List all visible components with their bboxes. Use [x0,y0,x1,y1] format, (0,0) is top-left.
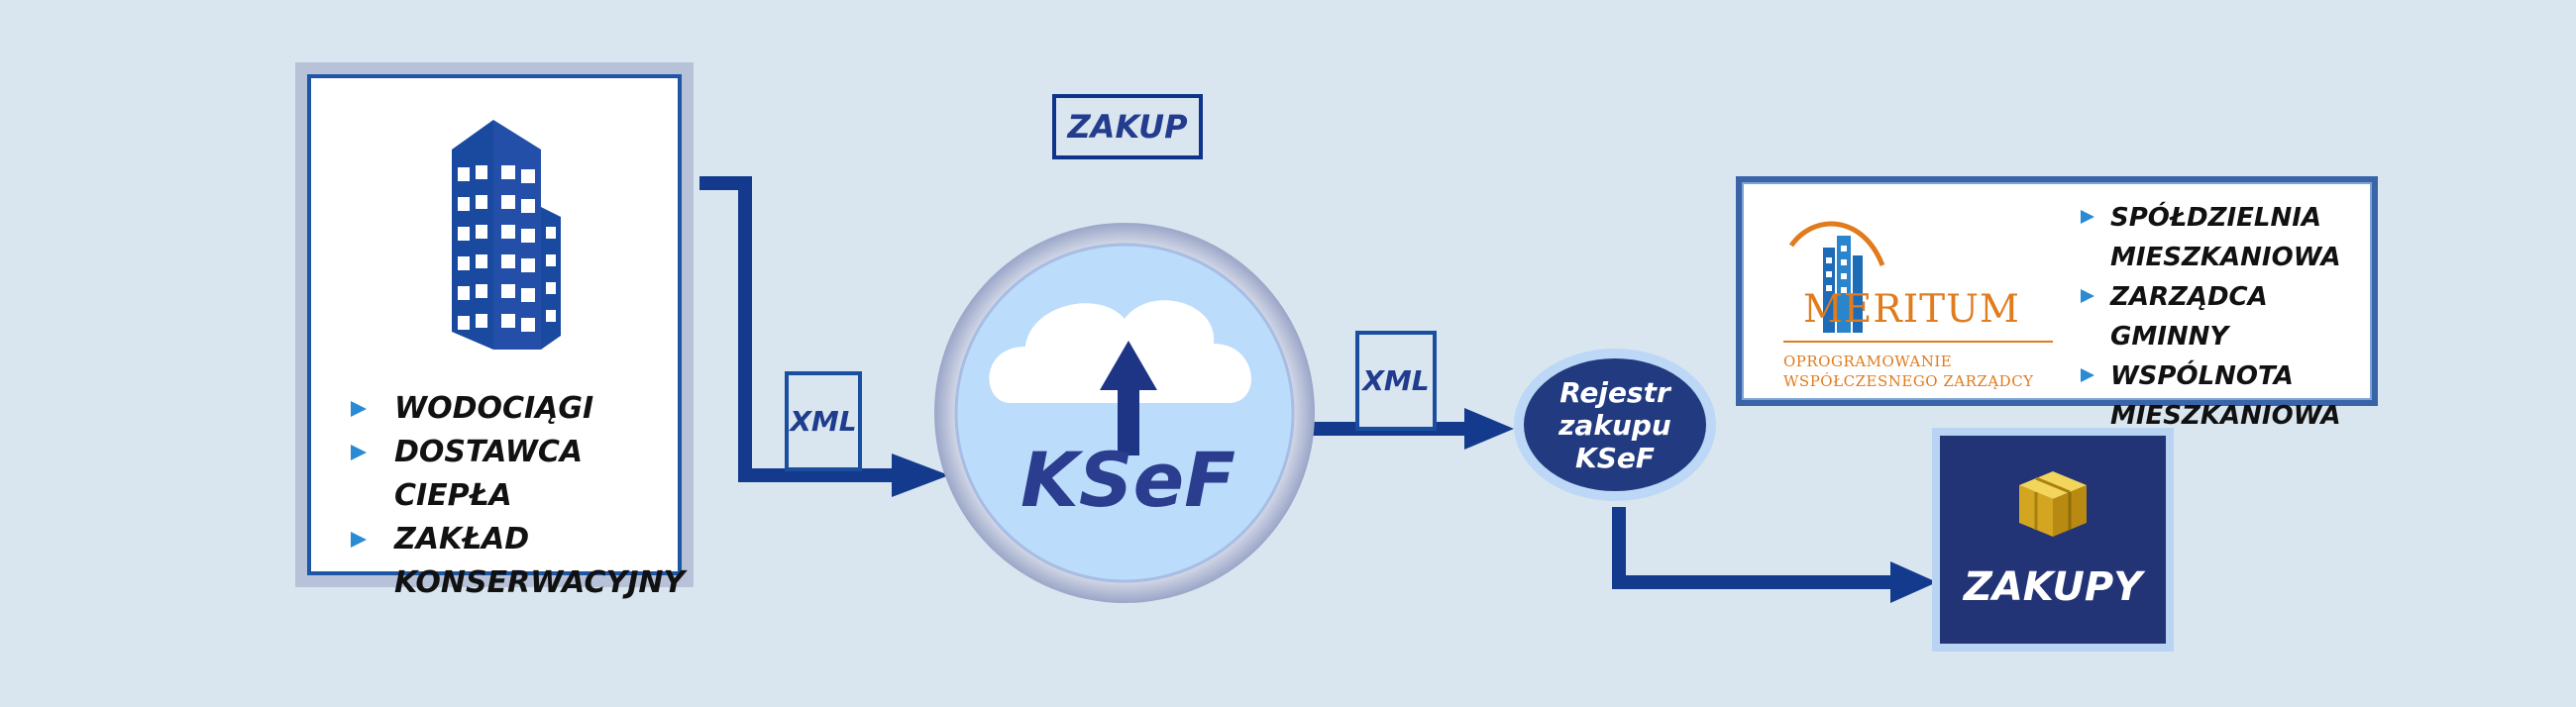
list-item: MIESZKANIOWA [2110,243,2341,272]
supplier-box: WODOCIĄGI DOSTAWCA CIEPŁA ZAKŁAD KONSERW… [295,62,694,600]
cloud-upload-icon [989,300,1251,455]
logo-divider [1783,341,2053,343]
zakupy-box: ZAKUPY [1932,428,2174,652]
meritum-box: MERITUM OPROGRAMOWANIE WSPÓŁCZESNEGO ZAR… [1736,176,2378,431]
bullet-arrow-icon [2081,368,2094,382]
bullet-arrow-icon [2081,289,2094,303]
rejestr-line-3: KSeF [1575,441,1655,474]
ksef-label: KSeF [1020,436,1236,524]
rejestr-zakupu-node: Rejestr zakupu KSeF [1514,349,1716,501]
bullet-arrow-icon [351,532,367,548]
zakup-label: ZAKUP [1052,94,1203,159]
bullet-arrow-icon [351,445,367,460]
zakupy-panel: ZAKUPY [1940,436,2166,644]
bullet-arrow-icon [2081,210,2094,224]
list-item: KONSERWACYJNY [394,565,686,600]
xml-document-right: XML [1355,331,1437,431]
meritum-logo-text: MERITUM [1803,287,2020,332]
rejestr-line-2: zakupu [1558,408,1671,442]
supplier-type-list: WODOCIĄGI DOSTAWCA CIEPŁA ZAKŁAD KONSERW… [351,387,685,605]
list-item: ZAKŁAD [351,518,685,561]
rejestr-line-1: Rejestr [1559,375,1670,409]
meritum-logo-icon [1788,221,1885,333]
list-item: ZARZĄDCA GMINNY [2081,277,2370,356]
meritum-panel: MERITUM OPROGRAMOWANIE WSPÓŁCZESNEGO ZAR… [1742,182,2372,431]
ksef-circle [934,223,1315,603]
bullet-arrow-icon [351,401,367,417]
list-item: DOSTAWCA CIEPŁA [351,431,685,518]
list-item: MIESZKANIOWA [2110,401,2341,431]
meritum-tagline-1: OPROGRAMOWANIE [1783,353,1953,370]
list-item: SPÓŁDZIELNIA [2081,198,2370,238]
supplier-panel: WODOCIĄGI DOSTAWCA CIEPŁA ZAKŁAD KONSERW… [307,74,685,600]
xml-document-left: XML [785,371,862,471]
package-box-icon [2019,471,2087,537]
list-item: WODOCIĄGI [351,387,685,431]
office-building-icon [452,120,561,350]
meritum-tagline-2: WSPÓŁCZESNEGO ZARZĄDCY [1783,372,2034,390]
zakupy-label: ZAKUPY [1963,564,2143,610]
customer-type-list: SPÓŁDZIELNIA MIESZKANIOWA ZARZĄDCA GMINN… [2081,198,2370,436]
list-item: WSPÓLNOTA [2081,356,2370,396]
